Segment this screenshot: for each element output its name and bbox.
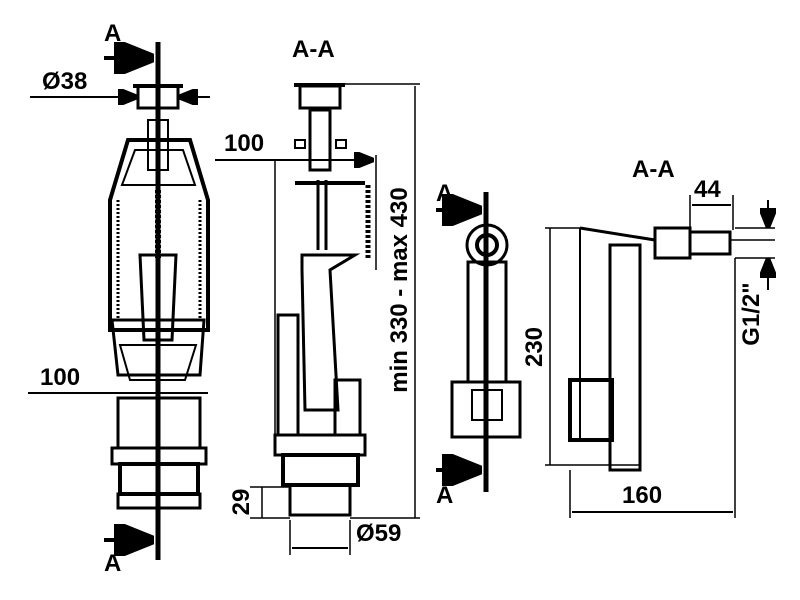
- dimension-width-side: 160: [622, 482, 663, 509]
- dimension-base-height: 29: [228, 488, 255, 516]
- section-mark-top-left: A: [104, 20, 122, 47]
- section-title-right: A-A: [632, 156, 675, 183]
- thread-size-label: G1/2": [738, 282, 765, 346]
- section-mark-bottom-left: A: [104, 550, 122, 577]
- dimension-diameter-top: Ø38: [42, 68, 88, 95]
- fill-valve-front-view: [436, 192, 522, 492]
- section-mark-bottom-right: A: [436, 482, 454, 509]
- dimension-width-left: 100: [40, 364, 81, 391]
- dimension-height-side: 230: [521, 326, 548, 368]
- dimension-width-middle: 100: [224, 130, 265, 157]
- dimension-inlet-length: 44: [694, 176, 721, 203]
- fill-valve-section-view: [545, 195, 775, 518]
- flush-valve-section-view: [215, 83, 420, 555]
- section-title-middle: A-A: [292, 36, 335, 63]
- flush-valve-front-view: [28, 42, 210, 560]
- dimension-height-range: min 330 - max 430: [386, 187, 413, 393]
- dimension-base-diameter: Ø59: [356, 520, 402, 547]
- section-mark-top-right: A: [436, 180, 454, 207]
